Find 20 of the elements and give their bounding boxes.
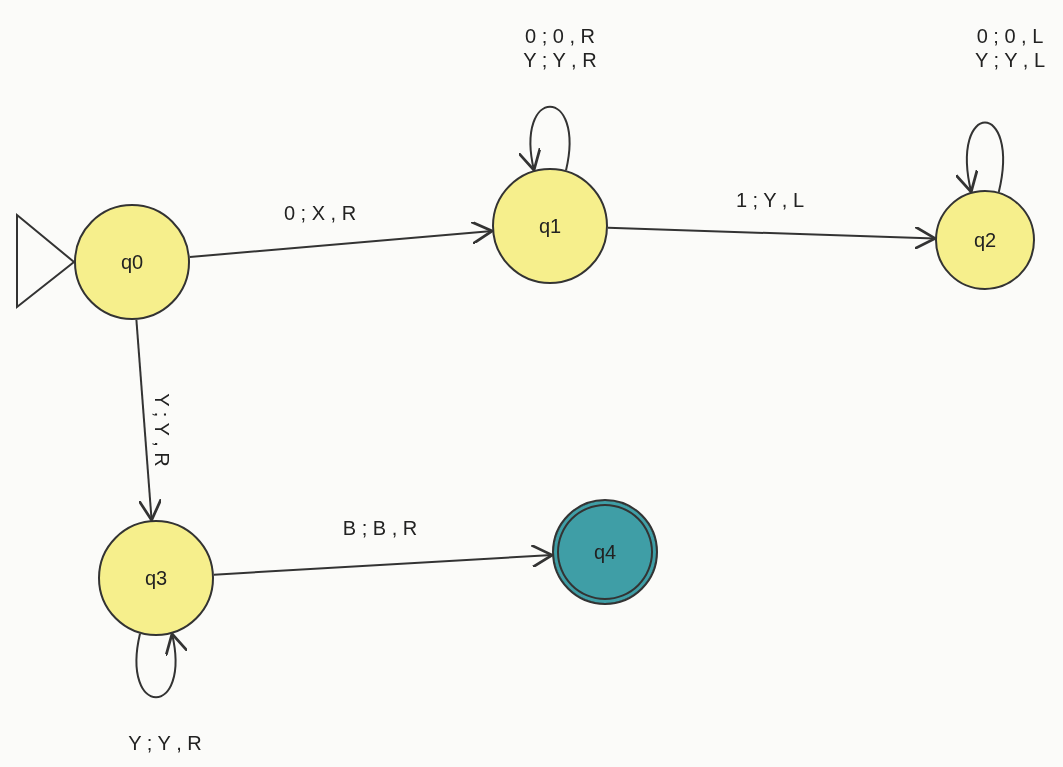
start-arrow <box>16 212 76 310</box>
state-label: q4 <box>593 540 617 564</box>
transition-arrow <box>135 318 163 522</box>
transition-arrow <box>606 225 937 251</box>
state-label: q0 <box>120 250 144 274</box>
transition-label: 0 ; 0 , R Y ; Y , R <box>522 24 598 72</box>
transition-label: 1 ; Y , L <box>735 188 805 212</box>
state-label: q2 <box>973 228 997 252</box>
transition-label: 0 ; X , R <box>283 201 357 225</box>
transition-label: Y ; Y , R <box>150 393 174 467</box>
self-loop-arrow <box>518 105 571 172</box>
transition-label: 0 ; 0 , L Y ; Y , L <box>973 24 1047 72</box>
transition-arrow <box>188 220 494 258</box>
transition-label: B ; B , R <box>342 516 418 540</box>
self-loop-arrow <box>135 632 188 699</box>
transition-arrow <box>212 543 554 576</box>
self-loop-arrow <box>955 121 1004 194</box>
state-label: q3 <box>144 566 168 590</box>
transition-label: Y ; Y , R <box>128 731 202 755</box>
state-label: q1 <box>538 214 562 238</box>
